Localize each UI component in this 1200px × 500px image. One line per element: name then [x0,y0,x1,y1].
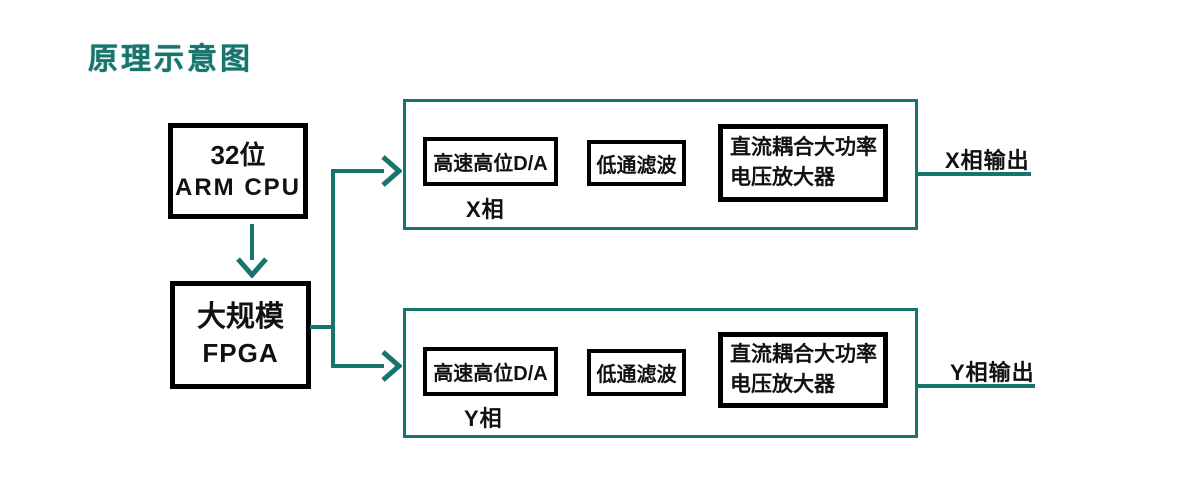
channel-y-phase-label: Y相 [464,406,503,431]
channel-y-output-label: Y相输出 [950,360,1035,385]
channel-y-dac-box: 高速高位D/A [423,347,558,396]
channel-x-amp-line1: 直流耦合大功率 [730,135,877,159]
branch-line-to-x [331,169,384,173]
cpu-label-line1: 32位 [210,139,266,170]
channel-x-output-label: X相输出 [945,148,1030,173]
channel-y-amp-line2: 电压放大器 [730,373,835,396]
channel-y-amplifier-box: 直流耦合大功率 电压放大器 [718,332,888,408]
channel-y-amp-line1: 直流耦合大功率 [730,342,877,366]
channel-x-amp-line2: 电压放大器 [730,166,835,189]
channel-y-filter-box: 低通滤波 [587,349,686,396]
branch-line-to-y [331,364,384,368]
channel-x-output-line [918,172,1031,176]
fpga-label-line2: FPGA [202,337,279,368]
arrow-right-icon [381,350,402,382]
channel-y-dac-label: 高速高位D/A [433,363,548,385]
fpga-out-connector-line [310,325,333,329]
fpga-box: 大规模 FPGA [170,281,311,389]
channel-x-filter-box: 低通滤波 [587,140,686,186]
cpu-label-line2: ARM CPU [175,174,301,202]
branch-trunk-line [331,169,335,368]
channel-x-dac-box: 高速高位D/A [423,137,558,186]
channel-y-group-box: 高速高位D/A 低通滤波 直流耦合大功率 电压放大器 Y相 [403,308,918,438]
arrow-right-icon [381,155,402,187]
channel-x-amplifier-box: 直流耦合大功率 电压放大器 [718,124,888,202]
channel-x-phase-label: X相 [466,197,505,222]
page-title: 原理示意图 [88,43,253,76]
fpga-label-line1: 大规模 [196,301,284,334]
channel-y-filter-label: 低通滤波 [596,364,677,386]
cpu-box: 32位 ARM CPU [168,123,308,219]
channel-x-filter-label: 低通滤波 [596,154,677,177]
channel-x-group-box: 高速高位D/A 低通滤波 直流耦合大功率 电压放大器 X相 [403,99,918,230]
channel-x-dac-label: 高速高位D/A [433,153,548,175]
cpu-fpga-connector-line [250,224,254,260]
channel-y-output-line [918,384,1035,388]
arrow-down-icon [236,257,268,278]
